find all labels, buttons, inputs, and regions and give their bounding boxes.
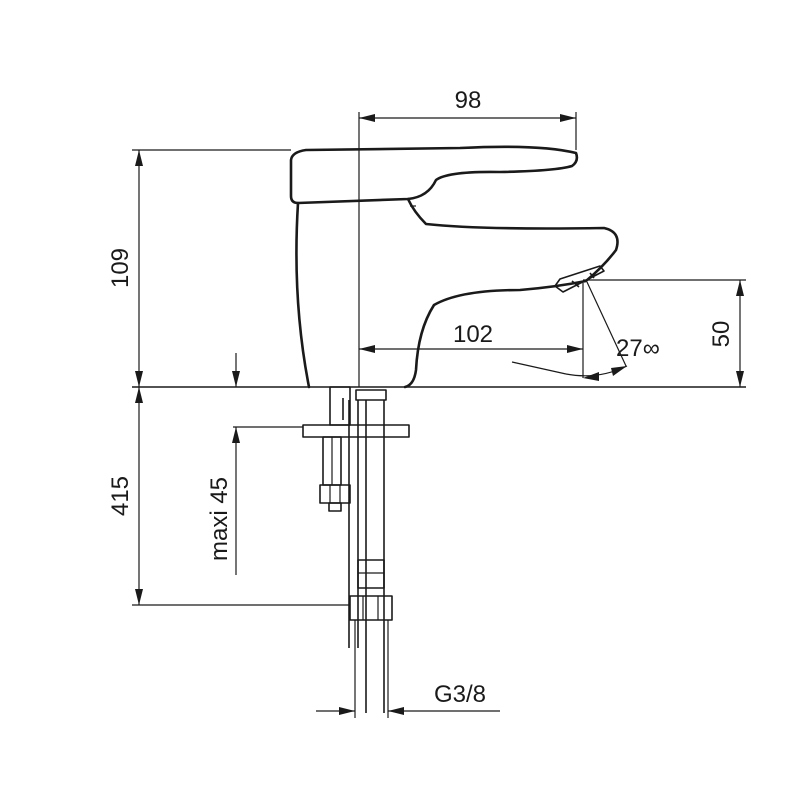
dim-maxi-45-label: maxi 45: [206, 477, 233, 561]
faucet-body: [295, 201, 311, 389]
dim-109: 109: [107, 149, 291, 387]
mounting-assembly: [132, 386, 746, 713]
dim-98-label: 98: [455, 87, 482, 114]
dim-98: 98: [358, 87, 577, 387]
mounting-plate: [302, 424, 410, 438]
dim-102: 102: [359, 283, 584, 378]
g38-connector: [349, 595, 393, 621]
dim-415-label: 415: [107, 476, 134, 516]
shank-top: [329, 386, 351, 426]
dim-102-label: 102: [453, 321, 493, 348]
fixing-nut: [319, 484, 351, 504]
dim-angle-label: 27∞: [616, 335, 660, 362]
dim-g38: G3/8: [316, 620, 500, 718]
dim-415: 415: [107, 387, 350, 606]
aerator: [554, 265, 605, 293]
dim-angle: 27∞: [511, 281, 660, 381]
dim-maxi-45: maxi 45: [206, 353, 303, 575]
faucet-outline: [289, 145, 619, 389]
faucet-spout: [403, 197, 619, 389]
dim-50-label: 50: [708, 321, 735, 348]
dim-109-label: 109: [107, 248, 134, 288]
hose-crimp: [357, 559, 385, 589]
lever-handle: [289, 145, 579, 205]
dim-g38-label: G3/8: [434, 681, 486, 708]
hose-collar: [355, 389, 387, 401]
dim-50: 50: [583, 279, 746, 387]
